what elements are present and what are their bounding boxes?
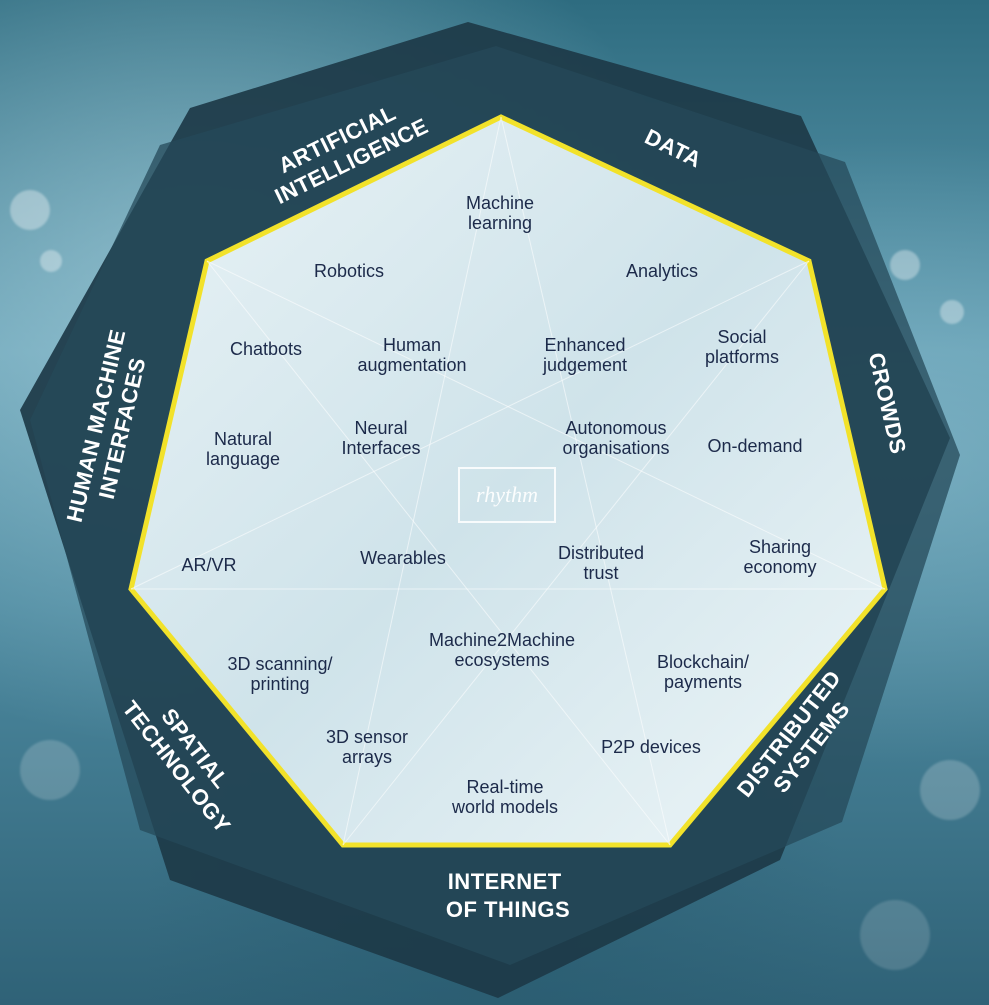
item-enhanced-judgement: Enhanced judgement: [542, 335, 628, 375]
item-realtime-world-models: Real-time world models: [451, 777, 559, 817]
item-human-augmentation: Human augmentation: [357, 335, 467, 375]
inner-heptagon: [128, 114, 888, 848]
item-natural-language: Natural language: [205, 429, 281, 469]
item-social-platforms: Social platforms: [704, 327, 780, 367]
facet-lines: [130, 116, 886, 846]
item-on-demand: On-demand: [707, 436, 803, 456]
item-chatbots: Chatbots: [229, 339, 303, 359]
item-machine-learning: Machine learning: [465, 193, 535, 233]
item-3d-scanning-printing: 3D scanning/ printing: [227, 654, 333, 694]
category-iot: INTERNET OF THINGS: [446, 869, 570, 922]
item-distributed-trust: Distributed trust: [557, 543, 645, 583]
item-3d-sensor-arrays: 3D sensor arrays: [325, 727, 409, 767]
item-robotics: Robotics: [313, 261, 385, 281]
item-p2p-devices: P2P devices: [601, 737, 701, 757]
item-wearables: Wearables: [360, 548, 446, 568]
item-machine2machine: Machine2Machine ecosystems: [428, 630, 576, 670]
item-neural-interfaces: Neural Interfaces: [341, 418, 421, 458]
item-ar-vr: AR/VR: [181, 555, 237, 575]
rhythm-logo: rhythm: [458, 467, 556, 523]
item-analytics: Analytics: [625, 261, 699, 281]
item-blockchain-payments: Blockchain/ payments: [656, 652, 750, 692]
category-iot-line1: INTERNET: [448, 869, 562, 894]
item-autonomous-organisations: Autonomous organisations: [562, 418, 670, 458]
category-iot-line2: OF THINGS: [446, 897, 570, 922]
item-sharing-economy: Sharing economy: [743, 537, 817, 577]
